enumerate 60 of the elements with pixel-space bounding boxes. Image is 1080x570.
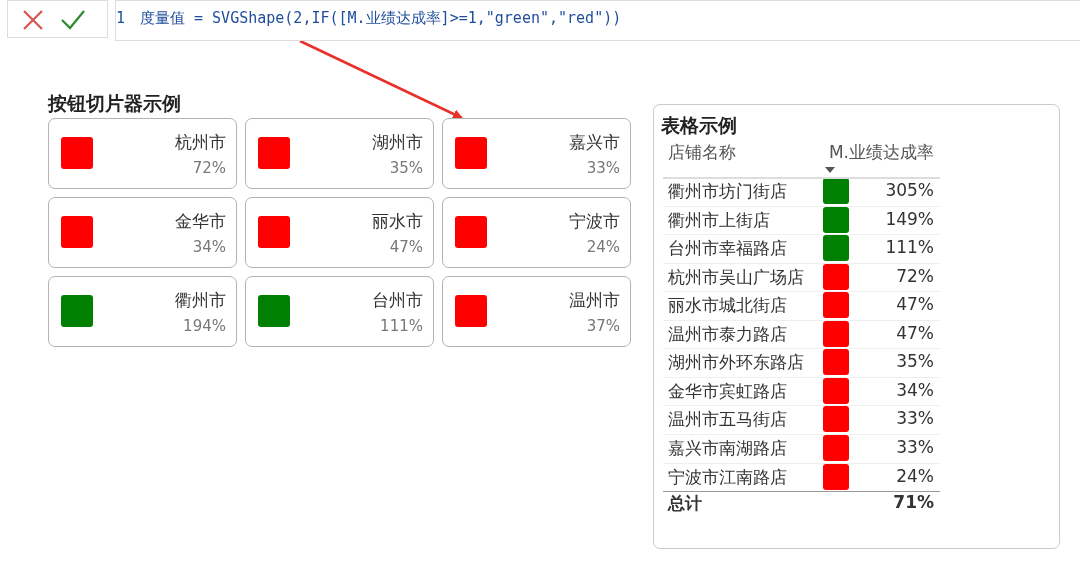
table-cell: 33% <box>896 408 934 429</box>
table-cell: 47% <box>896 322 934 343</box>
table-cell: 丽水市城北街店 <box>668 294 787 318</box>
percentage-text: 72% <box>192 159 226 177</box>
formula-bar <box>115 0 1080 41</box>
total-label: 总计 <box>668 492 702 515</box>
table-title: 表格示例 <box>661 113 737 138</box>
table-cell: 湖州市外环东路店 <box>668 351 804 375</box>
table-cell: 金华市宾虹路店 <box>668 379 787 403</box>
slicer-button <box>48 118 237 189</box>
city-name: 衢州市 <box>175 289 226 312</box>
table-cell: 305% <box>885 180 934 200</box>
city-name: 台州市 <box>372 289 423 312</box>
table-cell: 嘉兴市南湖路店 <box>668 436 787 460</box>
table-cell: 衢州市上街店 <box>668 208 770 232</box>
column-header: 店铺名称 <box>668 141 736 164</box>
table-cell: 杭州市吴山广场店 <box>668 265 804 289</box>
city-name: 金华市 <box>175 210 226 233</box>
table-cell: 温州市五马街店 <box>668 408 787 432</box>
slicer-button <box>442 276 631 347</box>
table-panel <box>653 104 1060 549</box>
percentage-text: 34% <box>192 238 226 256</box>
table-cell: 35% <box>896 351 934 372</box>
slicer-button <box>245 197 434 268</box>
table-cell: 72% <box>896 265 934 286</box>
slicer-button <box>442 197 631 268</box>
section-title: 按钮切片器示例 <box>48 91 181 116</box>
formula-text: 度量值 = SVGShape(2,IF([M.业绩达成率]>=1,"green","red")) <box>140 9 622 28</box>
table-cell: 24% <box>896 465 934 486</box>
table-cell: 温州市泰力路店 <box>668 322 787 346</box>
percentage-text: 35% <box>389 159 423 177</box>
percentage-text: 111% <box>380 317 423 335</box>
slicer-button <box>245 276 434 347</box>
slicer-button <box>245 118 434 189</box>
city-name: 嘉兴市 <box>569 131 620 154</box>
percentage-text: 194% <box>183 317 226 335</box>
slicer-button <box>48 197 237 268</box>
slicer-button <box>48 276 237 347</box>
percentage-text: 24% <box>586 238 620 256</box>
total-value: 71% <box>893 492 934 512</box>
table-cell: 47% <box>896 294 934 315</box>
table-cell: 衢州市坊门街店 <box>668 180 787 203</box>
table-cell: 34% <box>896 379 934 400</box>
city-name: 宁波市 <box>569 210 620 233</box>
percentage-text: 37% <box>586 317 620 335</box>
percentage-text: 47% <box>389 238 423 256</box>
arrow <box>299 39 463 120</box>
percentage-text: 33% <box>586 159 620 177</box>
table-cell: 149% <box>885 208 934 229</box>
city-name: 丽水市 <box>372 210 423 233</box>
column-header: M.业绩达成率 <box>828 141 934 164</box>
table-cell: 111% <box>885 237 934 258</box>
line-number: 1 <box>116 9 126 27</box>
slicer-button <box>442 118 631 189</box>
city-name: 杭州市 <box>175 131 226 154</box>
table-cell: 宁波市江南路店 <box>668 465 787 489</box>
table-cell: 台州市幸福路店 <box>668 237 787 261</box>
city-name: 温州市 <box>569 289 620 312</box>
city-name: 湖州市 <box>372 131 423 154</box>
table-cell: 33% <box>896 436 934 457</box>
